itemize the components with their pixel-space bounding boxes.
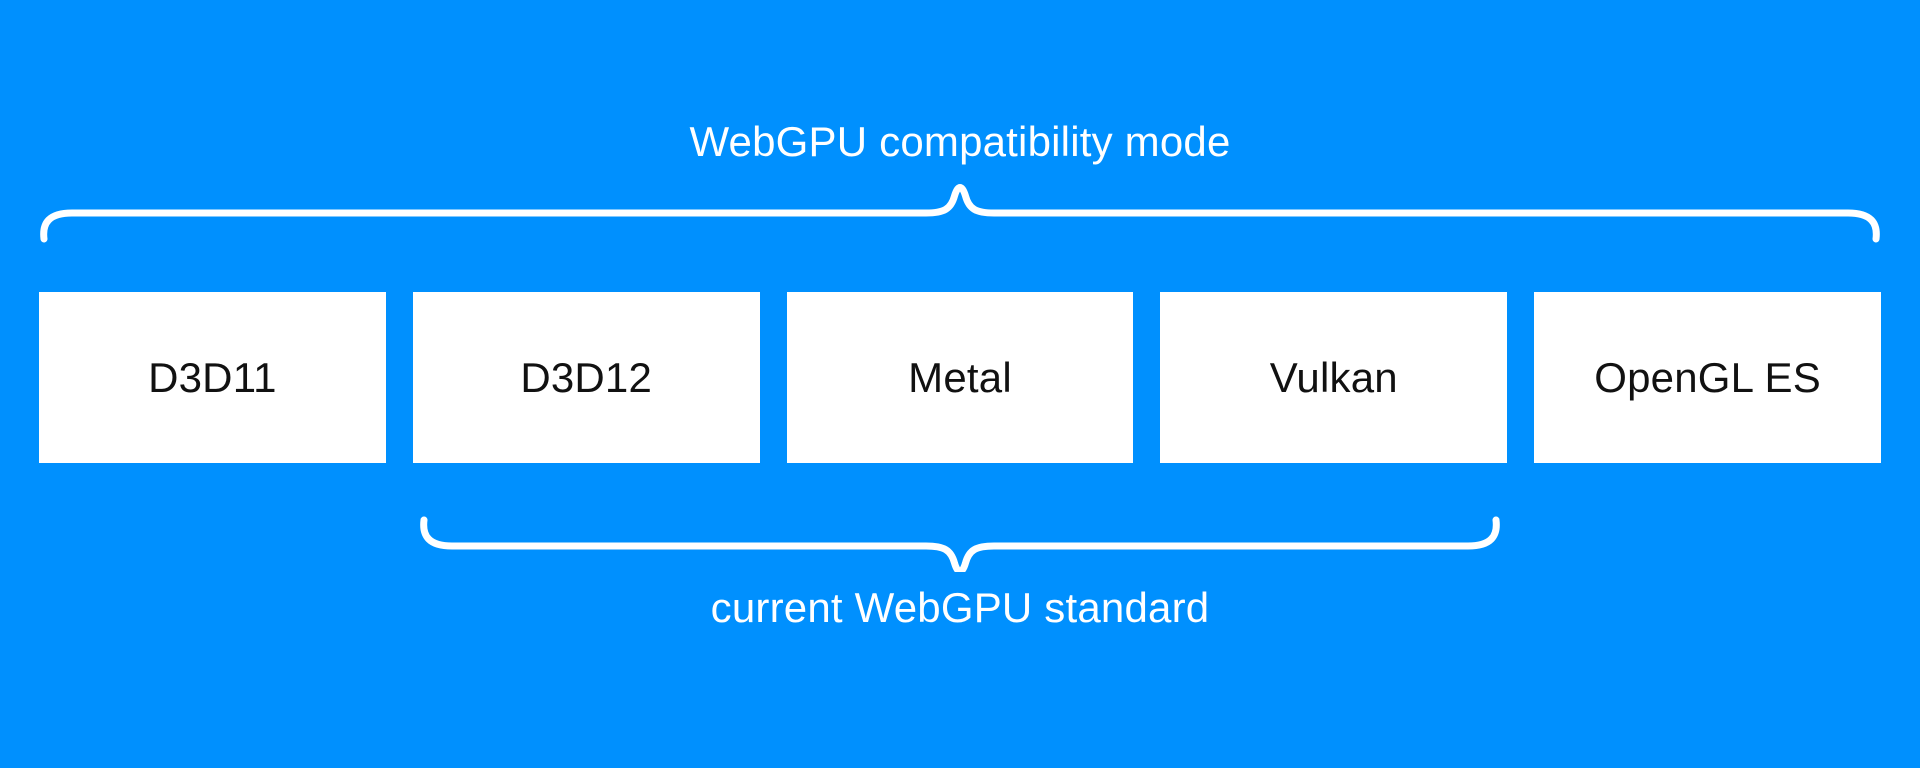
backend-box-d3d12: D3D12 (412, 292, 760, 463)
backend-box-vulkan: Vulkan (1160, 292, 1508, 463)
bottom-curly-brace-icon (420, 516, 1500, 572)
bottom-brace-label: current WebGPU standard (710, 584, 1210, 631)
backend-box-opengl-es: OpenGL ES (1534, 292, 1881, 463)
backend-box-metal: Metal (786, 292, 1134, 463)
top-curly-brace-icon (40, 184, 1880, 243)
backend-row: D3D11 D3D12 Metal Vulkan OpenGL ES (39, 292, 1881, 463)
backend-box-d3d11: D3D11 (39, 292, 386, 463)
top-brace-label: WebGPU compatibility mode (689, 118, 1231, 165)
